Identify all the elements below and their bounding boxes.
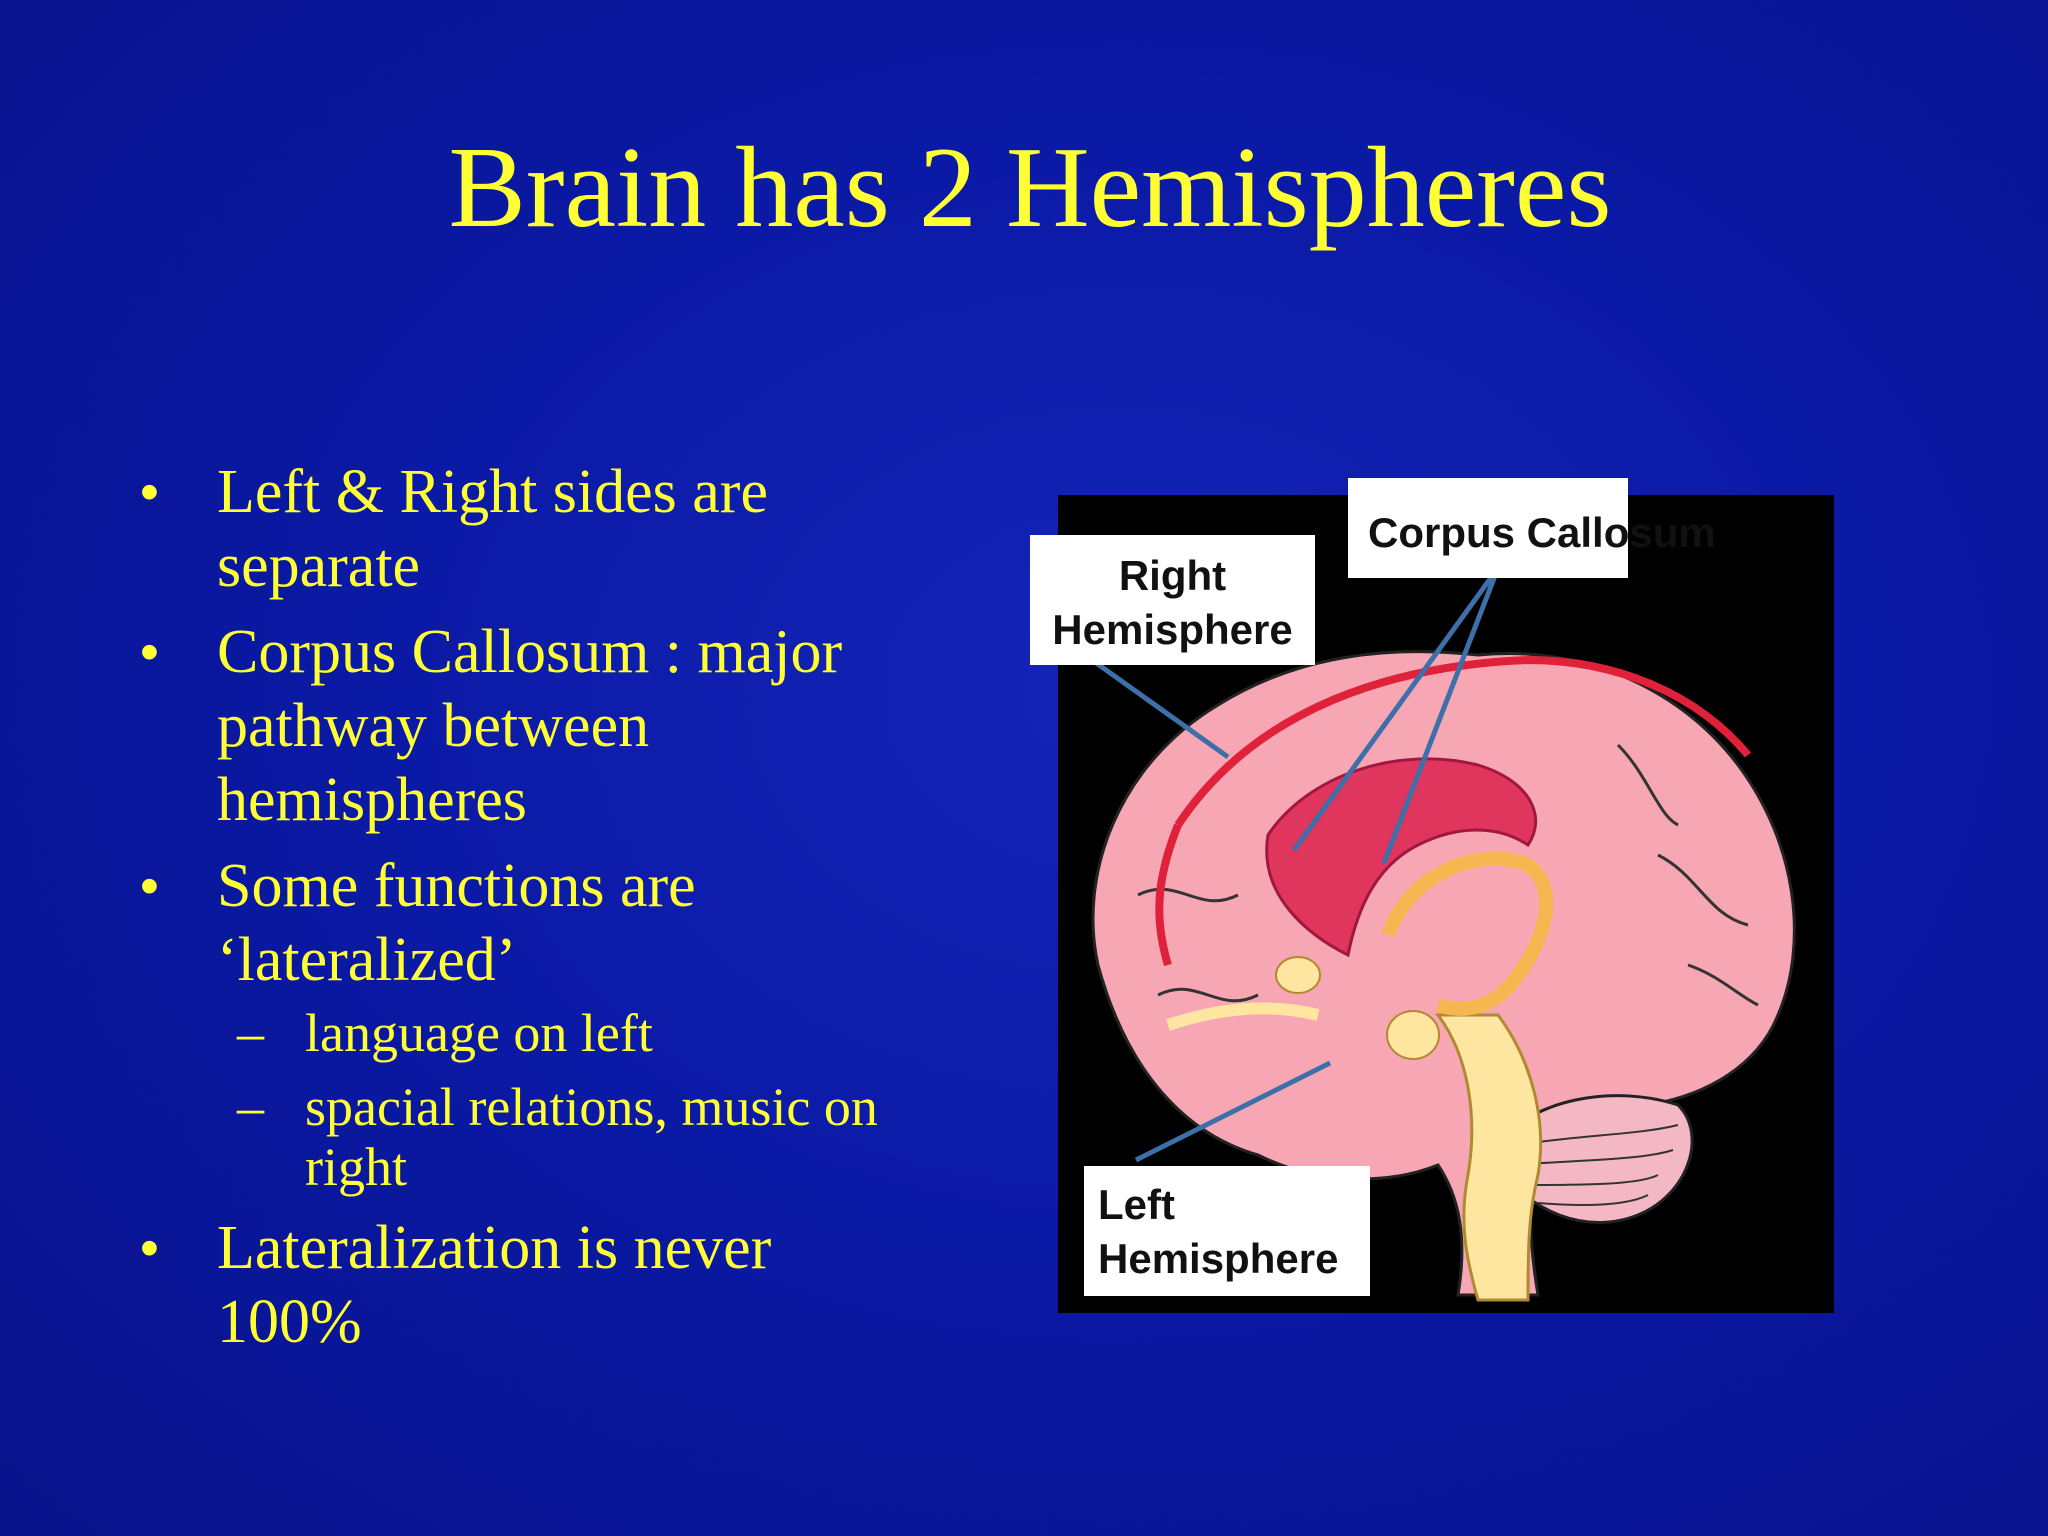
bullet-line: hemispheres xyxy=(217,766,527,834)
slide-title: Brain has 2 Hemispheres xyxy=(448,124,1612,252)
brainstem xyxy=(1435,1013,1543,1302)
bullet-list: • Left & Right sides are separate • Corp… xyxy=(140,455,940,1371)
bullet-line: 100% xyxy=(217,1288,362,1356)
bullet-marker: • xyxy=(140,856,159,916)
fornix xyxy=(1381,851,1554,1016)
subbullet-marker: – xyxy=(237,1077,264,1137)
corpus-callosum xyxy=(1265,757,1538,958)
bullet-line: Some functions are xyxy=(217,852,696,920)
bullet-item: • Corpus Callosum : major pathway betwee… xyxy=(140,615,940,837)
cortex-rim xyxy=(1174,655,1752,828)
leader-line-rh xyxy=(1090,657,1230,760)
brain-folds xyxy=(1137,743,1759,1007)
bullet-line: Lateralization is never xyxy=(217,1214,772,1282)
label-right-hemisphere: Right Hemisphere xyxy=(1030,535,1315,665)
bullet-marker: • xyxy=(140,462,159,522)
bullet-line: Corpus Callosum : major xyxy=(217,618,843,686)
subbullet-line: spacial relations, music on xyxy=(305,1077,878,1137)
brain-illustration xyxy=(1090,566,1796,1302)
label-left-hemisphere: Left Hemisphere xyxy=(1084,1166,1370,1296)
subbullet-marker: – xyxy=(237,1003,264,1063)
label-text: Hemisphere xyxy=(1052,606,1293,653)
bullet-line: separate xyxy=(217,532,421,600)
subbullet-list: – language on left – spacial relations, … xyxy=(217,1003,940,1197)
bullet-item: • Some functions are ‘lateralized’ – lan… xyxy=(140,849,940,1197)
leader-line-lh xyxy=(1134,1060,1332,1163)
label-text: Left xyxy=(1098,1181,1175,1228)
subbullet-line: language on left xyxy=(305,1003,653,1063)
label-corpus-callosum: Corpus Callosum xyxy=(1348,478,1716,578)
bullet-marker: • xyxy=(140,622,159,682)
bullet-line: Left & Right sides are xyxy=(217,458,768,526)
subbullet-item: – language on left xyxy=(217,1003,940,1063)
bullet-item: • Lateralization is never 100% xyxy=(140,1211,940,1359)
leader-line-cc-1 xyxy=(1291,566,1501,852)
bullet-line: pathway between xyxy=(217,692,650,760)
label-text: Corpus Callosum xyxy=(1368,509,1716,556)
bullet-line: ‘lateralized’ xyxy=(217,926,517,994)
label-text: Right xyxy=(1118,552,1227,599)
bullet-item: • Left & Right sides are separate xyxy=(140,455,940,603)
subbullet-item: – spacial relations, music on right xyxy=(217,1077,940,1197)
bullet-marker: • xyxy=(140,1218,159,1278)
subbullet-line: right xyxy=(305,1137,407,1197)
label-text: Hemisphere xyxy=(1098,1235,1339,1282)
brain-outline xyxy=(1091,650,1796,1297)
leader-line-cc-2 xyxy=(1381,567,1501,864)
